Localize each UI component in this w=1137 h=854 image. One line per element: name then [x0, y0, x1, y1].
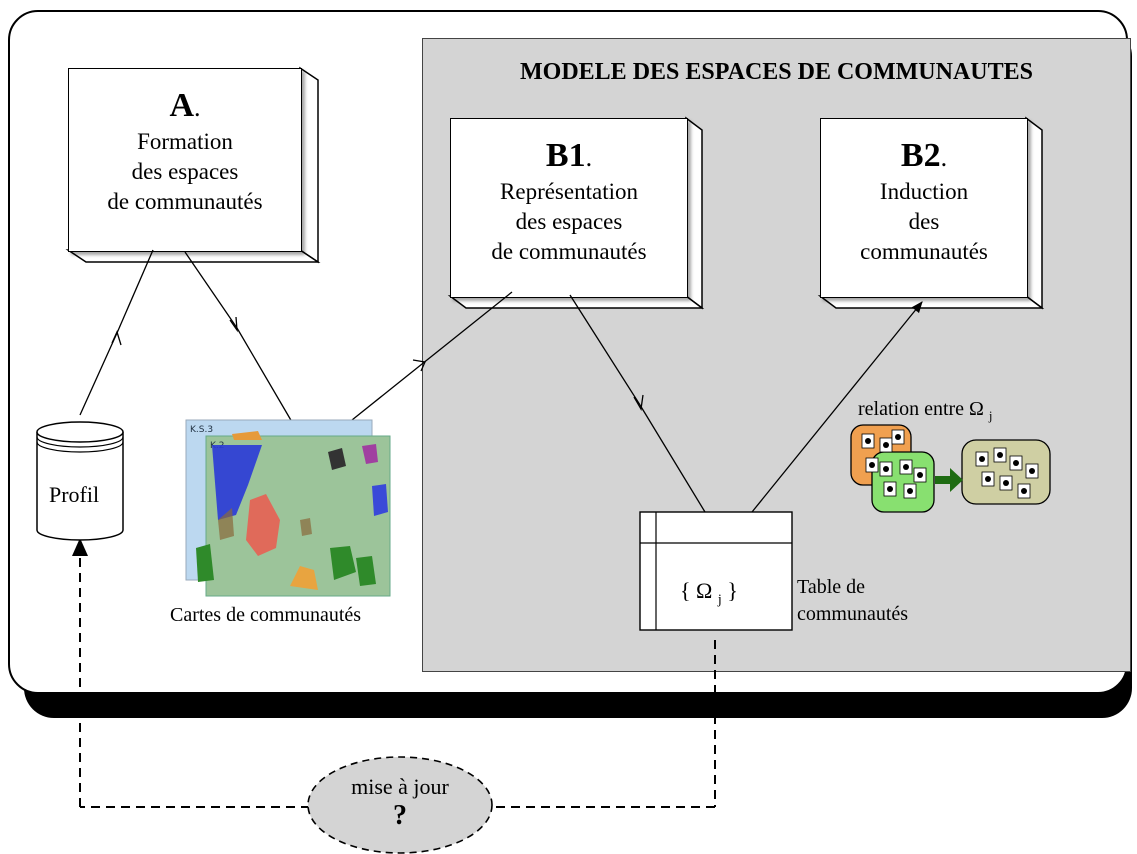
database-icon: [36, 421, 124, 541]
box-b1-letter: B1: [545, 137, 586, 174]
box-b2-line-3: communautés: [860, 239, 988, 264]
maps-caption: Cartes de communautés: [170, 604, 362, 626]
table-content: { Ω j }: [680, 578, 738, 608]
box-b1-line-3: de communautés: [491, 239, 647, 264]
profil-to-a-line: [79, 332, 118, 416]
box-b1-depth: [447, 116, 705, 310]
table-content-close: }: [721, 578, 738, 603]
model-title: MODELE DES ESPACES DE COMMUNAUTES: [520, 59, 1033, 85]
relation-label-sub: j: [988, 408, 993, 423]
maps-to-b1-arrowhead: [412, 359, 426, 372]
box-a-dot: .: [194, 93, 201, 122]
svg-text:K.S.3: K.S.3: [190, 425, 213, 435]
box-b2-line-1: Induction: [879, 179, 969, 204]
box-a-line-1: Formation: [137, 129, 233, 154]
box-b1-line-1: Représentation: [500, 179, 638, 204]
table-content-sub: j: [717, 592, 722, 608]
community-maps: K.S.3 K.2: [185, 419, 391, 597]
box-a-line-2: des espaces: [131, 159, 239, 184]
relation-label: relation entre Ω j: [858, 398, 993, 424]
box-b2-dot: .: [940, 143, 948, 172]
b1-to-table-arrowhead: [633, 394, 644, 411]
relation-label-text: relation entre Ω: [858, 398, 989, 420]
update-bubble: [307, 756, 493, 854]
box-b1-line-2: des espaces: [515, 209, 623, 234]
box-a-letter: A: [169, 87, 195, 124]
table-caption-1: Table de: [797, 576, 866, 598]
update-bubble-line1: mise à jour: [351, 774, 449, 799]
community-relation-icons: [850, 424, 1051, 513]
a-to-maps-arrowhead: [229, 316, 238, 333]
community-table: [639, 511, 793, 631]
update-loop: [79, 548, 716, 808]
box-b2-letter: B2: [900, 137, 941, 174]
profil-to-a-arrowhead: [111, 330, 122, 346]
b2-table-line: [741, 301, 923, 524]
box-a-line-3: de communautés: [107, 189, 263, 214]
profil-label: Profil: [49, 482, 100, 507]
b1-to-table-line-2: [639, 404, 706, 513]
box-b1-dot: .: [585, 143, 593, 172]
b1-to-table-line: [569, 294, 641, 406]
box-a-depth: [65, 66, 321, 264]
update-arrowhead: [72, 538, 88, 556]
a-to-maps-line-2: [236, 327, 293, 423]
maps-to-b1-line: [351, 291, 513, 421]
update-bubble-question: ?: [393, 800, 407, 831]
update-bubble-text: mise à jour ?: [310, 774, 490, 832]
a-to-maps-line: [184, 251, 238, 329]
flow-connectors: [79, 249, 923, 524]
box-b2-line-2: des: [908, 209, 940, 234]
table-content-open: { Ω: [680, 578, 718, 603]
table-caption-2: communautés: [797, 603, 909, 625]
profil-to-a-line-2: [116, 249, 154, 334]
